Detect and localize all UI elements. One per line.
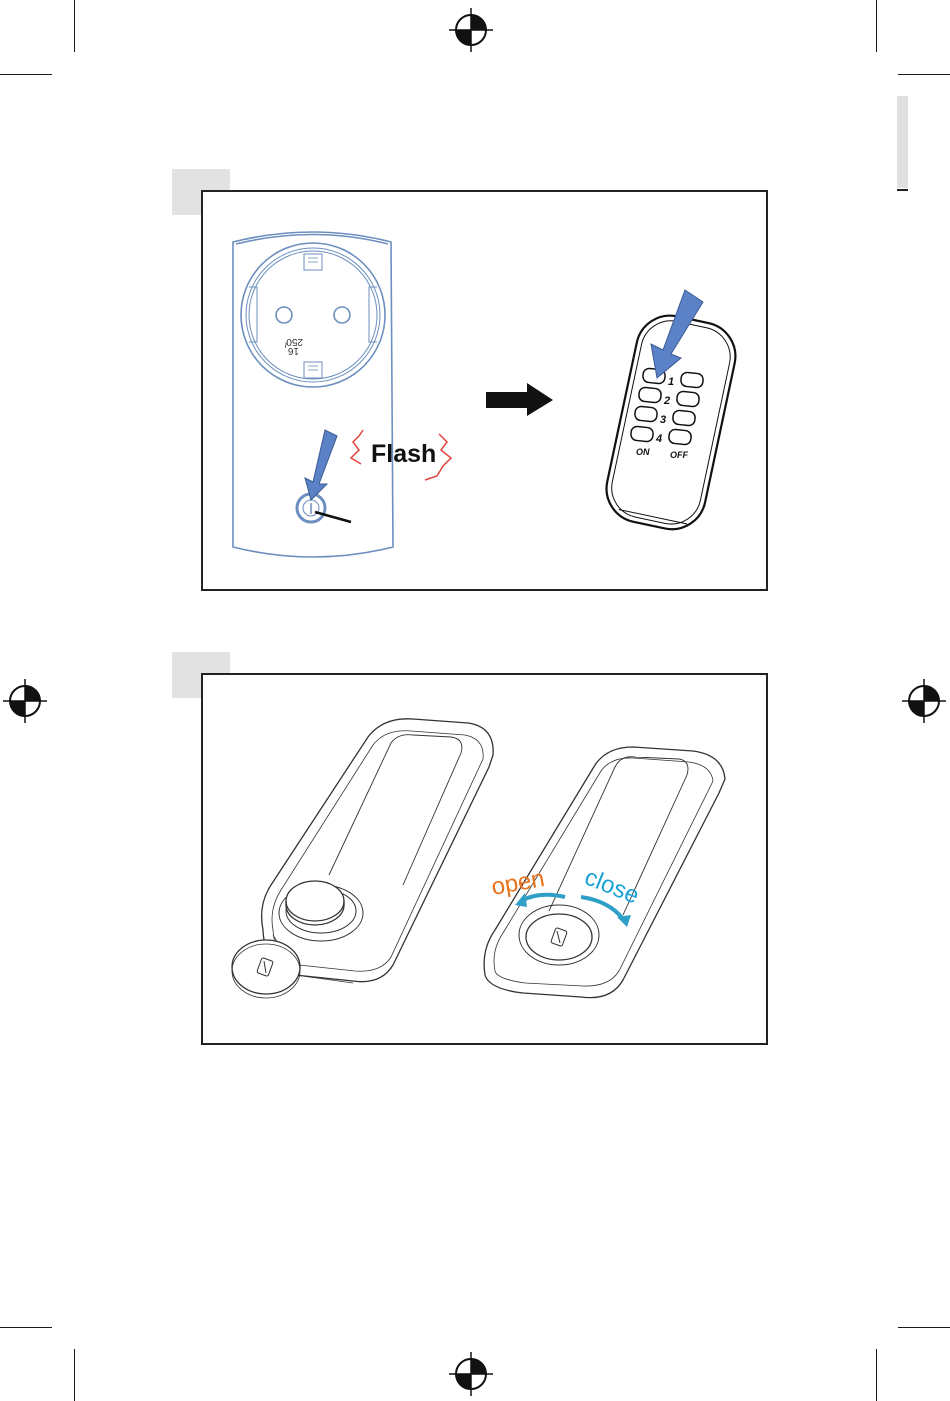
remote-on-label: ON	[636, 447, 650, 457]
remote-off-label: OFF	[670, 450, 688, 460]
crop-mark-bottom-left-v	[74, 1349, 75, 1401]
crop-mark-bottom-left-h	[0, 1327, 52, 1328]
remote-channel-1: 1	[668, 376, 674, 388]
figure-1-panel: 16 250 ~ Flash	[201, 190, 768, 591]
registration-mark-left-icon	[3, 679, 47, 723]
figure-2-panel: open close	[201, 673, 768, 1045]
registration-mark-right-icon	[902, 679, 946, 723]
crop-mark-top-right-h	[898, 74, 950, 75]
socket-rating-symbol: ~	[279, 342, 291, 348]
registration-mark-top-icon	[449, 8, 493, 52]
socket-adapter	[233, 232, 393, 557]
flash-indicator: Flash	[351, 430, 451, 480]
press-arrow-button-icon	[305, 430, 337, 500]
figure-1-illustration: 16 250 ~ Flash	[203, 192, 766, 589]
crop-mark-bottom-right-v	[876, 1349, 877, 1401]
crop-mark-bottom-right-h	[898, 1327, 950, 1328]
crop-mark-top-left-h	[0, 74, 52, 75]
registration-mark-bottom-icon	[449, 1352, 493, 1396]
side-tab-marker	[897, 96, 908, 188]
remote-channel-3: 3	[660, 414, 666, 426]
learn-button-icon	[297, 494, 351, 522]
close-label: close	[581, 864, 643, 910]
crop-mark-top-right-v	[876, 0, 877, 52]
crop-mark-top-left-v	[74, 0, 75, 52]
remote-back-open	[232, 719, 493, 998]
remote-channel-4: 4	[655, 433, 662, 445]
figure-2-illustration: open close	[203, 675, 766, 1043]
close-arrowhead-icon	[617, 915, 631, 927]
step-arrow-icon	[486, 383, 553, 416]
flash-label: Flash	[371, 440, 436, 468]
remote-channel-2: 2	[663, 395, 670, 407]
open-rotate-arrow-icon	[521, 895, 565, 901]
side-tab-underline	[897, 189, 908, 191]
